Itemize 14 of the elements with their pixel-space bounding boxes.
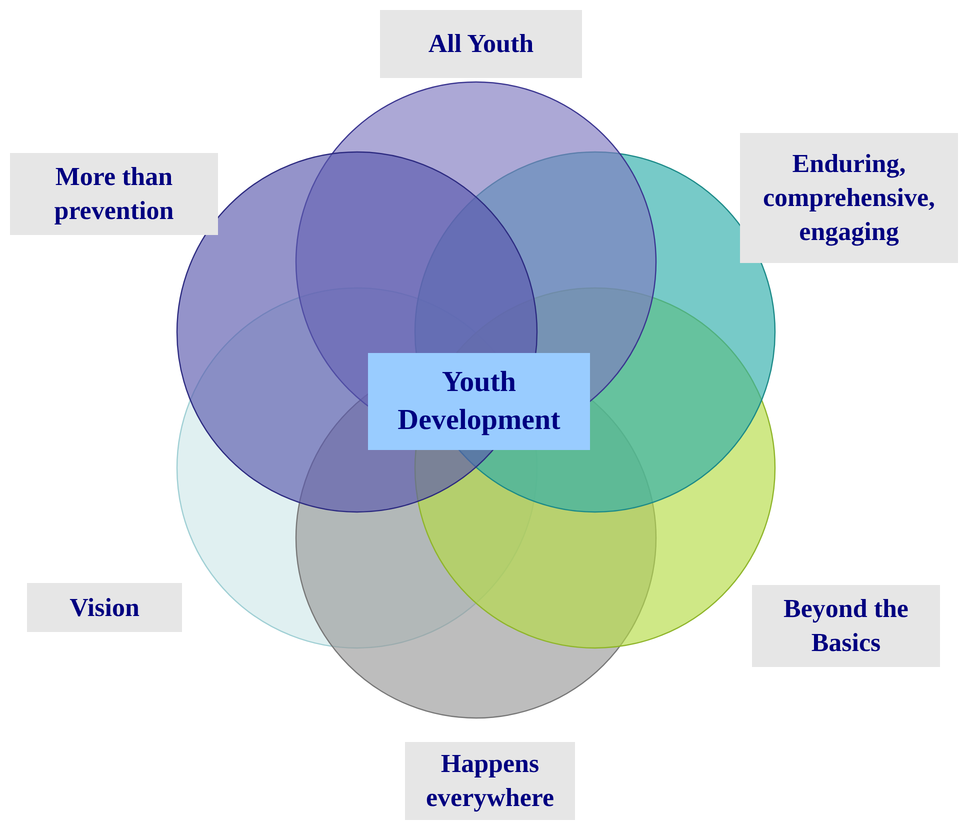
center-title: Youth Development	[396, 364, 562, 438]
label-text: Beyond the Basics	[782, 593, 910, 659]
label-text: Happens everywhere	[424, 748, 555, 814]
label-text: Vision	[70, 592, 140, 624]
label-box	[752, 585, 940, 667]
label-box	[10, 153, 218, 235]
label-text: Enduring, comprehensive, engaging	[762, 148, 936, 248]
label-box	[380, 10, 582, 78]
label-text: All Youth	[428, 28, 534, 60]
label-box	[27, 583, 182, 632]
label-box	[740, 133, 958, 263]
label-text: More than prevention	[53, 161, 175, 227]
center-box	[368, 353, 590, 450]
label-box	[405, 742, 575, 820]
